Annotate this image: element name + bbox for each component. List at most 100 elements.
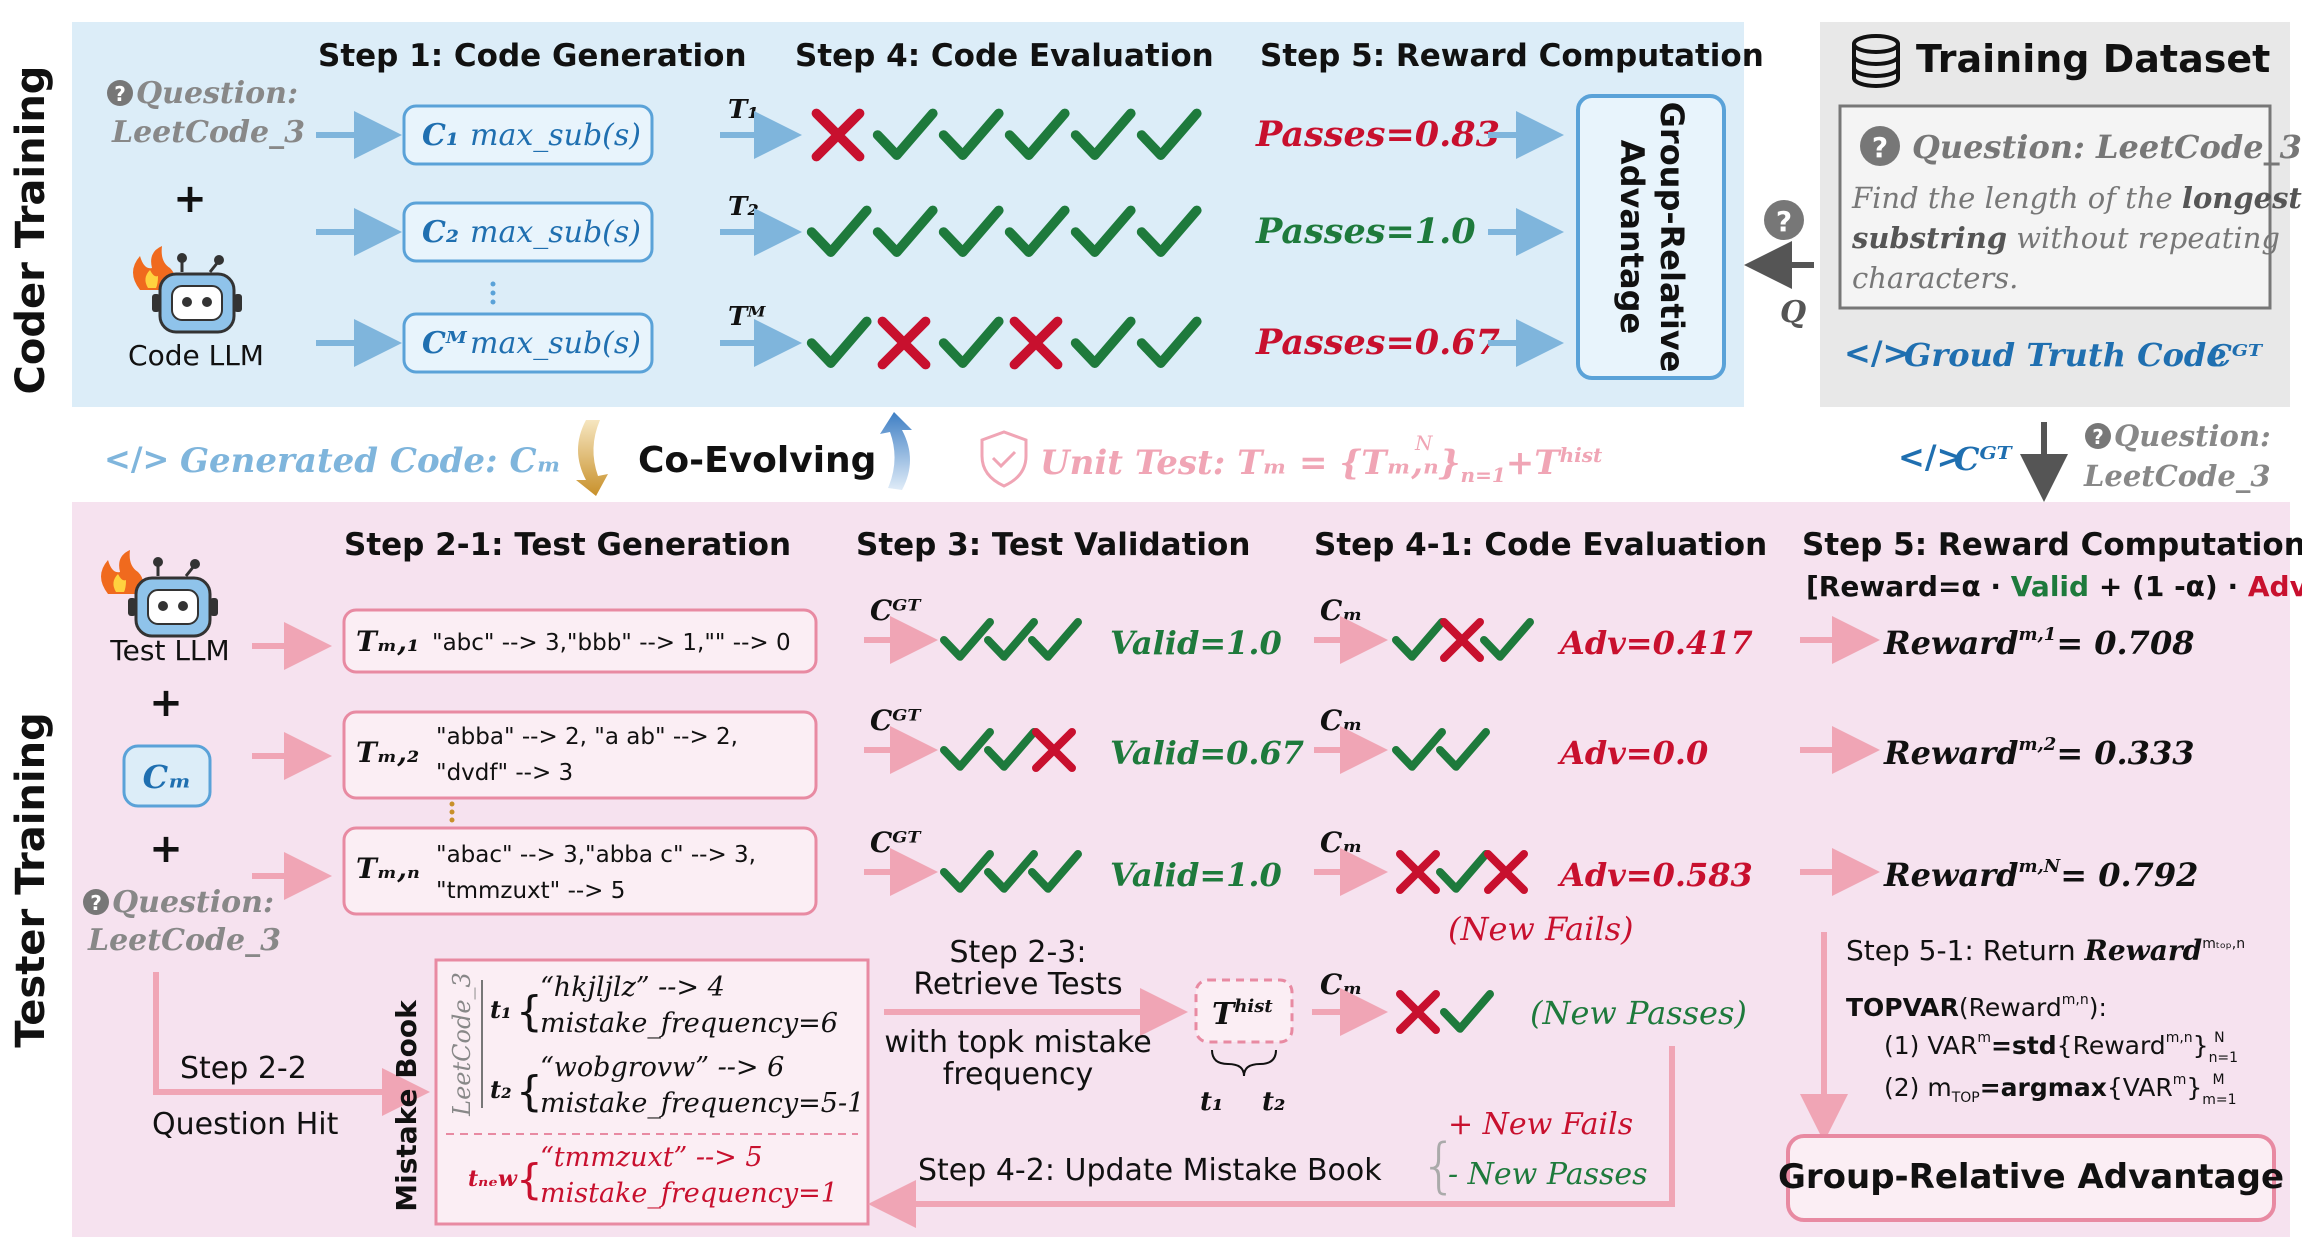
new-fails-label: (New Fails) [1448, 910, 1633, 948]
var-text: (1) VAR [1884, 1031, 1977, 1060]
code-llm-robot-icon [133, 246, 242, 334]
code-llm-label: Code LLM [128, 339, 264, 372]
mistake-3-line1: “tmmzuxt” --> 5 [540, 1142, 763, 1173]
coder-section-label: Coder Training [8, 66, 54, 395]
step-2-3-line4: frequency [943, 1057, 1093, 1092]
retr-cm: Cₘ [1320, 968, 1363, 1001]
dataset-desc-bold-2: substring [1851, 221, 2007, 255]
coder-row3-check-icon [938, 316, 1004, 368]
code-box-1-fn: max_sub(s) [470, 118, 641, 153]
thist-t2: t₂ [1262, 1087, 1285, 1117]
test-llm-label: Test LLM [109, 634, 229, 667]
reward-3-word: Reward [1883, 856, 2018, 894]
cm-box-label: Cₘ [143, 758, 192, 796]
thist-main: T [1212, 997, 1237, 1032]
adv-1: Adv=0.417 [1557, 624, 1753, 662]
test-llm-robot-icon [101, 550, 218, 638]
unit-test-tail: +T [1506, 443, 1562, 483]
valid-row3-check-icon [984, 850, 1038, 893]
eval-cm-1: Cₘ [1320, 594, 1363, 627]
retr-check-icon [1440, 990, 1494, 1033]
eval-cm-3: Cₘ [1320, 826, 1363, 859]
ellipsis-dots-tester [449, 801, 455, 823]
mistake-tnew: tₙₑw [468, 1166, 518, 1192]
topvar-sup: m,n [2062, 992, 2089, 1008]
coder-row1-check-icon [1004, 108, 1070, 160]
step-5-1-text: Step 5-1: Return [1846, 934, 2085, 967]
code-box-3-fn: max_sub(s) [470, 326, 641, 361]
unit-test-label: Unit Test: Tₘ = {Tₘ,ₙ}n=1+Thist [1040, 443, 1603, 487]
test-box-2-line1: "abba" --> 2, "a ab" --> 2, [436, 724, 738, 750]
valid-3: Valid=1.0 [1110, 856, 1282, 894]
dataset-desc-bold-1: longest [2182, 181, 2302, 215]
thist-box [1194, 978, 1294, 1044]
coder-row3-check-icon [1070, 316, 1136, 368]
tester-advantage-box [1786, 1134, 2276, 1222]
coder-row1-check-icon [872, 108, 938, 160]
var-sup: m [1977, 1030, 1991, 1046]
eval-row1-check-icon [1392, 618, 1446, 661]
svg-text:?: ? [1872, 131, 1888, 164]
coder-step-5: Step 5: Reward Computation [1260, 38, 1764, 74]
eval-row2-check-icon [1392, 728, 1446, 771]
generated-code-label: Generated Code: Cₘ [180, 441, 561, 481]
step-2-2-label: Step 2-2 [180, 1051, 307, 1086]
unit-test-sub: n=1 [1461, 463, 1506, 487]
dataset-gt-code: Groud Truth Code [1904, 336, 2227, 374]
step-5-1-label: Step 5-1: Return Rewardmₜₒₚ,n [1846, 934, 2245, 967]
coder-row1-cross-icon [811, 108, 865, 162]
mistake-book-label: Mistake Book [390, 999, 423, 1212]
coder-step-4: Step 4: Code Evaluation [795, 38, 1214, 74]
coder-plus: + [173, 176, 207, 222]
eval-cm-2: Cₘ [1320, 704, 1363, 737]
mistake-t1: t₁ [490, 995, 512, 1024]
thist-sup: hist [1234, 996, 1273, 1017]
mistake-1-line1: “hkjljlz” --> 4 [540, 972, 725, 1003]
argmax-M: M [2213, 1072, 2225, 1088]
coder-row2-check-icon [1070, 205, 1136, 257]
valid-row2-cross-icon [1032, 728, 1076, 772]
tester-step-3: Step 3: Test Validation [856, 527, 1250, 563]
reward-1-word: Reward [1883, 624, 2018, 662]
code-box-1-id: C₁ [422, 118, 459, 153]
valid-row2-check-icon [940, 728, 994, 771]
coder-row1-check-icon [938, 108, 1004, 160]
passes-1: Passes=0.83 [1255, 114, 1500, 155]
coder-row3-cross-icon [1009, 316, 1063, 370]
mistake-t2: t₂ [490, 1075, 512, 1104]
test-box-1-line1: "abc" --> 3,"bbb" --> 1,"" --> 0 [432, 630, 791, 656]
valid-cgt-1: Cᴳᵀ [870, 594, 922, 627]
test-label-1: T₁ [728, 95, 759, 125]
test-box-2: Tₘ,₂ "abba" --> 2, "a ab" --> 2, "dvdf" … [342, 710, 818, 800]
coder-question-label: Question: [136, 76, 298, 111]
coder-advantage-line1: Group-Relative [1653, 102, 1691, 373]
tester-step-2-1: Step 2-1: Test Generation [344, 527, 791, 563]
reward-2: Rewardm,2= 0.333 [1883, 734, 2194, 772]
reward-2-word: Reward [1883, 734, 2018, 772]
thist-label: Thist [1212, 996, 1273, 1032]
reward-1-sup: m,1 [2018, 624, 2056, 645]
tester-question-label: Question: [112, 885, 274, 920]
coder-row2-check-icon [806, 205, 872, 257]
var-sub: n=1 [2209, 1050, 2239, 1066]
step-5-1-sup: mₜₒₚ,n [2202, 936, 2245, 952]
test-box-3: Tₘ,ₙ "abac" --> 3,"abba c" --> 3, "tmmzu… [342, 826, 818, 916]
dataset-desc-line3: characters. [1852, 261, 2018, 295]
argmax-word: =argmax [1980, 1073, 2107, 1102]
middle-question-value: LeetCode_3 [2083, 459, 2271, 493]
middle-question-label: Question: [2114, 419, 2271, 453]
eval-row3-check-icon [1436, 850, 1490, 893]
reward-3-sup: m,N [2018, 856, 2061, 877]
test-box-2-id: Tₘ,₂ [356, 736, 419, 769]
co-evolving-label: Co-Evolving [638, 440, 876, 481]
brace-2: { [516, 1067, 543, 1116]
code-box-3: Cᴹ max_sub(s) [402, 312, 654, 374]
tester-step-5: Step 5: Reward Computation [1802, 527, 2302, 563]
dataset-gt-symbol: Cᴳᵀ [2208, 339, 2264, 374]
passes-2: Passes=1.0 [1255, 211, 1476, 252]
valid-row1-check-icon [940, 618, 994, 661]
test-box-1: Tₘ,₁ "abc" --> 3,"bbb" --> 1,"" --> 0 [342, 608, 818, 674]
valid-row3-check-icon [1028, 850, 1082, 893]
tester-advantage-label: Group-Relative Advantage [1778, 1157, 2284, 1197]
shield-icon [980, 430, 1028, 488]
